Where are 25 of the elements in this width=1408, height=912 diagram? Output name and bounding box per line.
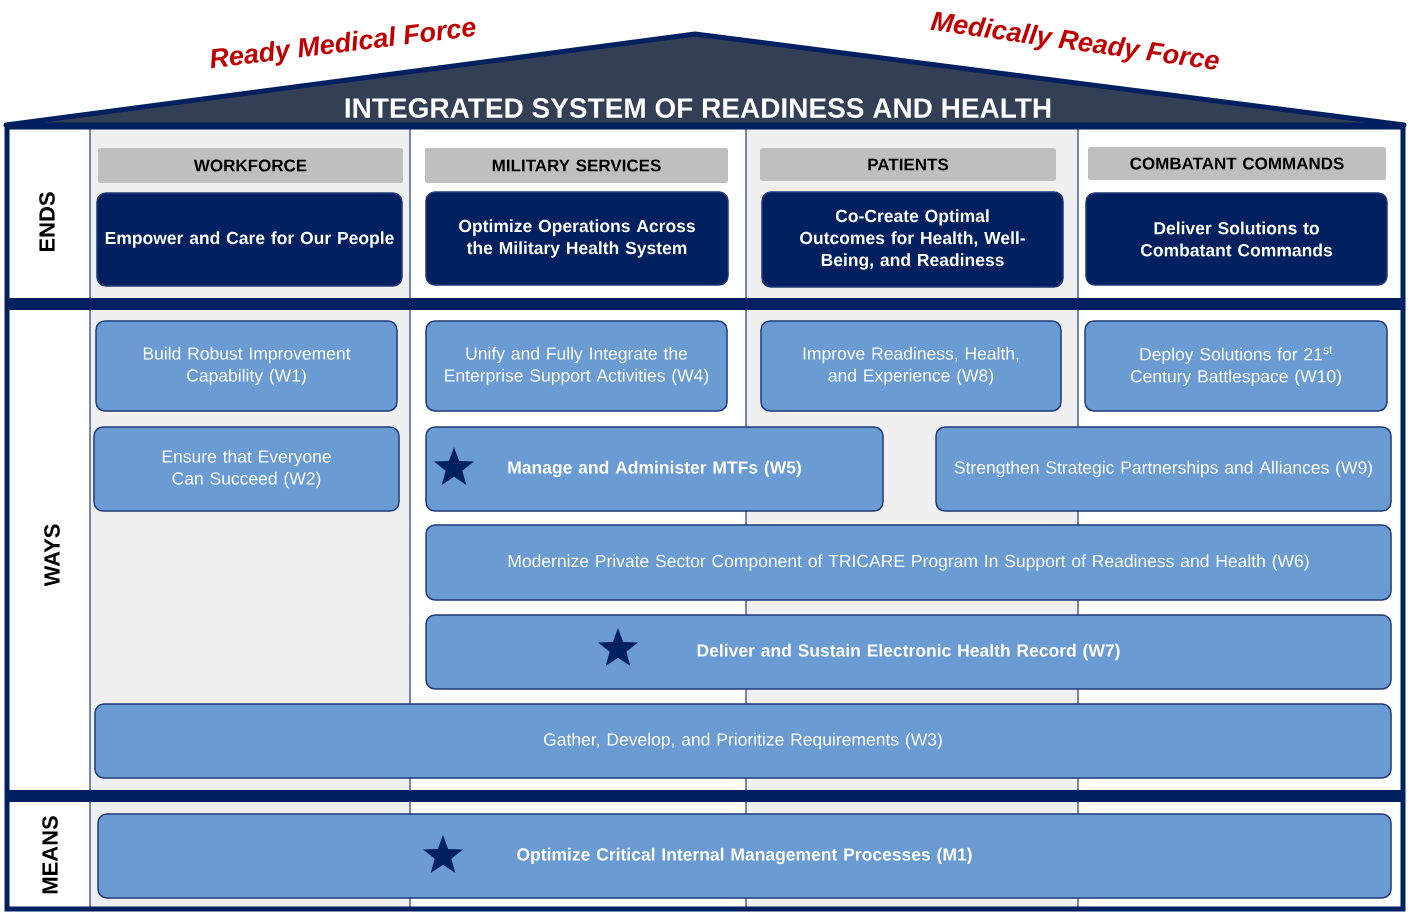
way-box: Optimize Critical Internal Management Processes (M1) bbox=[97, 813, 1392, 899]
row-label: MEANS bbox=[42, 816, 58, 894]
goal-box: Deliver Solutions to Combatant Commands bbox=[1085, 192, 1388, 286]
way-box: Build Robust Improvement Capability (W1) bbox=[95, 320, 398, 412]
column-header: COMBATANT COMMANDS bbox=[1088, 147, 1386, 180]
diagram-title: INTEGRATED SYSTEM OF READINESS AND HEALTH bbox=[345, 98, 1051, 118]
way-box: Deliver and Sustain Electronic Health Record (W7) bbox=[425, 614, 1392, 690]
way-box: Modernize Private Sector Component of TRICARE Program In Support of Readiness and Health (W6) bbox=[425, 524, 1392, 601]
way-box: Strengthen Strategic Partnerships and Alliances (W9) bbox=[935, 426, 1392, 512]
row-label: WAYS bbox=[44, 524, 60, 587]
column-header: MILITARY SERVICES bbox=[425, 148, 728, 183]
goal-box: Empower and Care for Our People bbox=[96, 192, 403, 287]
roof-caption: Ready Medical Force bbox=[211, 21, 476, 69]
way-box: Unify and Fully Integrate the Enterprise Support Activities (W4) bbox=[425, 320, 728, 412]
goal-box: Optimize Operations Across the Military Health System bbox=[425, 191, 729, 286]
column-header: WORKFORCE bbox=[98, 148, 403, 183]
roof-caption: Medically Ready Force bbox=[930, 11, 1219, 70]
way-box: Ensure that Everyone Can Succeed (W2) bbox=[93, 426, 400, 512]
way-box: Gather, Develop, and Prioritize Requirements (W3) bbox=[94, 703, 1392, 779]
goal-box: Co-Create Optimal Outcomes for Health, Well-Being, and Readiness bbox=[761, 191, 1064, 288]
way-box: Deploy Solutions for 21$^{st}$ Century Battlespace (W10) bbox=[1084, 320, 1388, 412]
way-box: Improve Readiness, Health, and Experience (W8) bbox=[760, 320, 1062, 412]
row-label: ENDS bbox=[39, 192, 55, 252]
column-header: PATIENTS bbox=[760, 148, 1056, 181]
way-box: Manage and Administer MTFs (W5) bbox=[425, 426, 884, 512]
